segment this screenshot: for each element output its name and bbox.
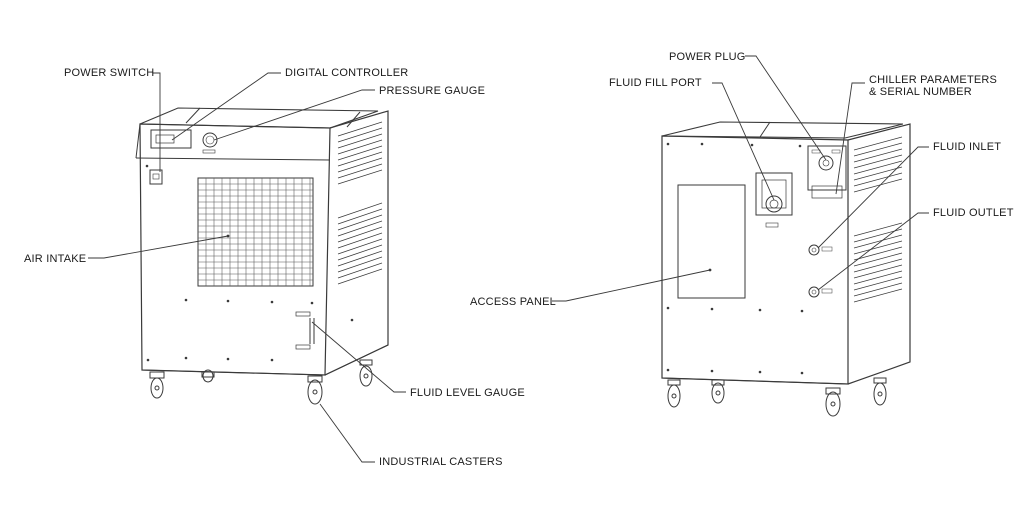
fluid-inlet-fitting [808, 244, 833, 256]
label-air-intake: AIR INTAKE [24, 253, 87, 265]
label-fluid-inlet: FLUID INLET [933, 141, 1002, 153]
rear-side-vents-lower [853, 222, 903, 303]
label-power-plug: POWER PLUG [669, 51, 746, 63]
leader-lines [88, 55, 929, 463]
front-unit [135, 107, 389, 405]
power-plug-plate [807, 145, 847, 199]
front-casters [149, 359, 373, 405]
label-fluid-fill-port: FLUID FILL PORT [609, 77, 702, 89]
fluid-outlet-fitting [808, 286, 833, 298]
air-intake-grille [197, 177, 314, 287]
label-digital-controller: DIGITAL CONTROLLER [285, 67, 409, 79]
rear-side-vents-upper [853, 136, 903, 193]
front-screws [145, 164, 354, 362]
label-pressure-gauge: PRESSURE GAUGE [379, 85, 486, 97]
rear-screws [666, 142, 804, 375]
label-chiller-parameters-line1: CHILLER PARAMETERS [869, 74, 998, 86]
digital-controller-display [150, 129, 192, 149]
access-panel-outline [677, 184, 746, 299]
fluid-level-gauge [295, 311, 315, 350]
label-access-panel: ACCESS PANEL [470, 296, 556, 308]
pressure-gauge-dial [202, 132, 218, 148]
label-power-switch: POWER SWITCH [64, 67, 155, 79]
label-fluid-outlet: FLUID OUTLET [933, 207, 1014, 219]
label-chiller-parameters-line2: & SERIAL NUMBER [869, 86, 972, 98]
leader-dots [226, 234, 712, 272]
side-vents-lower [337, 202, 383, 285]
side-vents-upper [337, 121, 383, 185]
power-switch-box [149, 169, 163, 185]
rear-casters [667, 377, 887, 417]
label-fluid-level-gauge: FLUID LEVEL GAUGE [410, 387, 525, 399]
label-industrial-casters: INDUSTRIAL CASTERS [379, 456, 503, 468]
rear-unit [661, 121, 911, 417]
